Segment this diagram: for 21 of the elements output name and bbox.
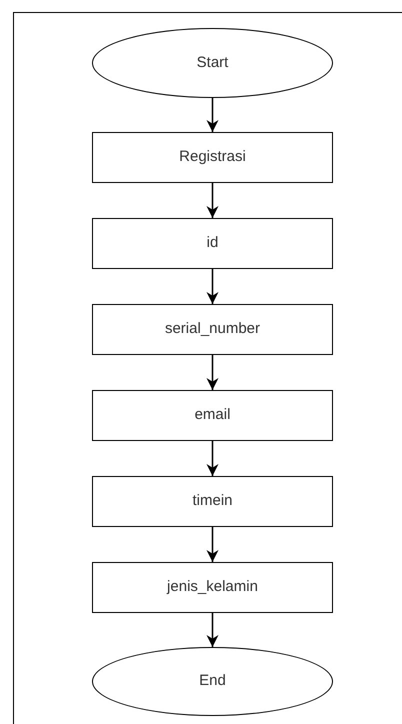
node-label: Registrasi [179,147,246,168]
node-label: End [199,671,226,692]
process-box [92,304,333,355]
process-box [92,562,333,613]
process-box [92,218,333,269]
node-label: Start [196,52,228,73]
node-label: serial_number [164,319,260,340]
arrow [206,441,218,476]
arrow [206,183,218,218]
node-label: jenis_kelamin [167,577,258,598]
process-box [92,476,333,527]
process-box [92,390,333,441]
node-label: timein [192,491,232,512]
arrow [206,613,218,647]
arrow [206,527,218,562]
arrow [206,98,218,132]
node-label: email [194,405,230,426]
arrow [206,269,218,304]
arrow [206,355,218,390]
process-box [92,132,333,183]
node-label: id [206,233,218,254]
